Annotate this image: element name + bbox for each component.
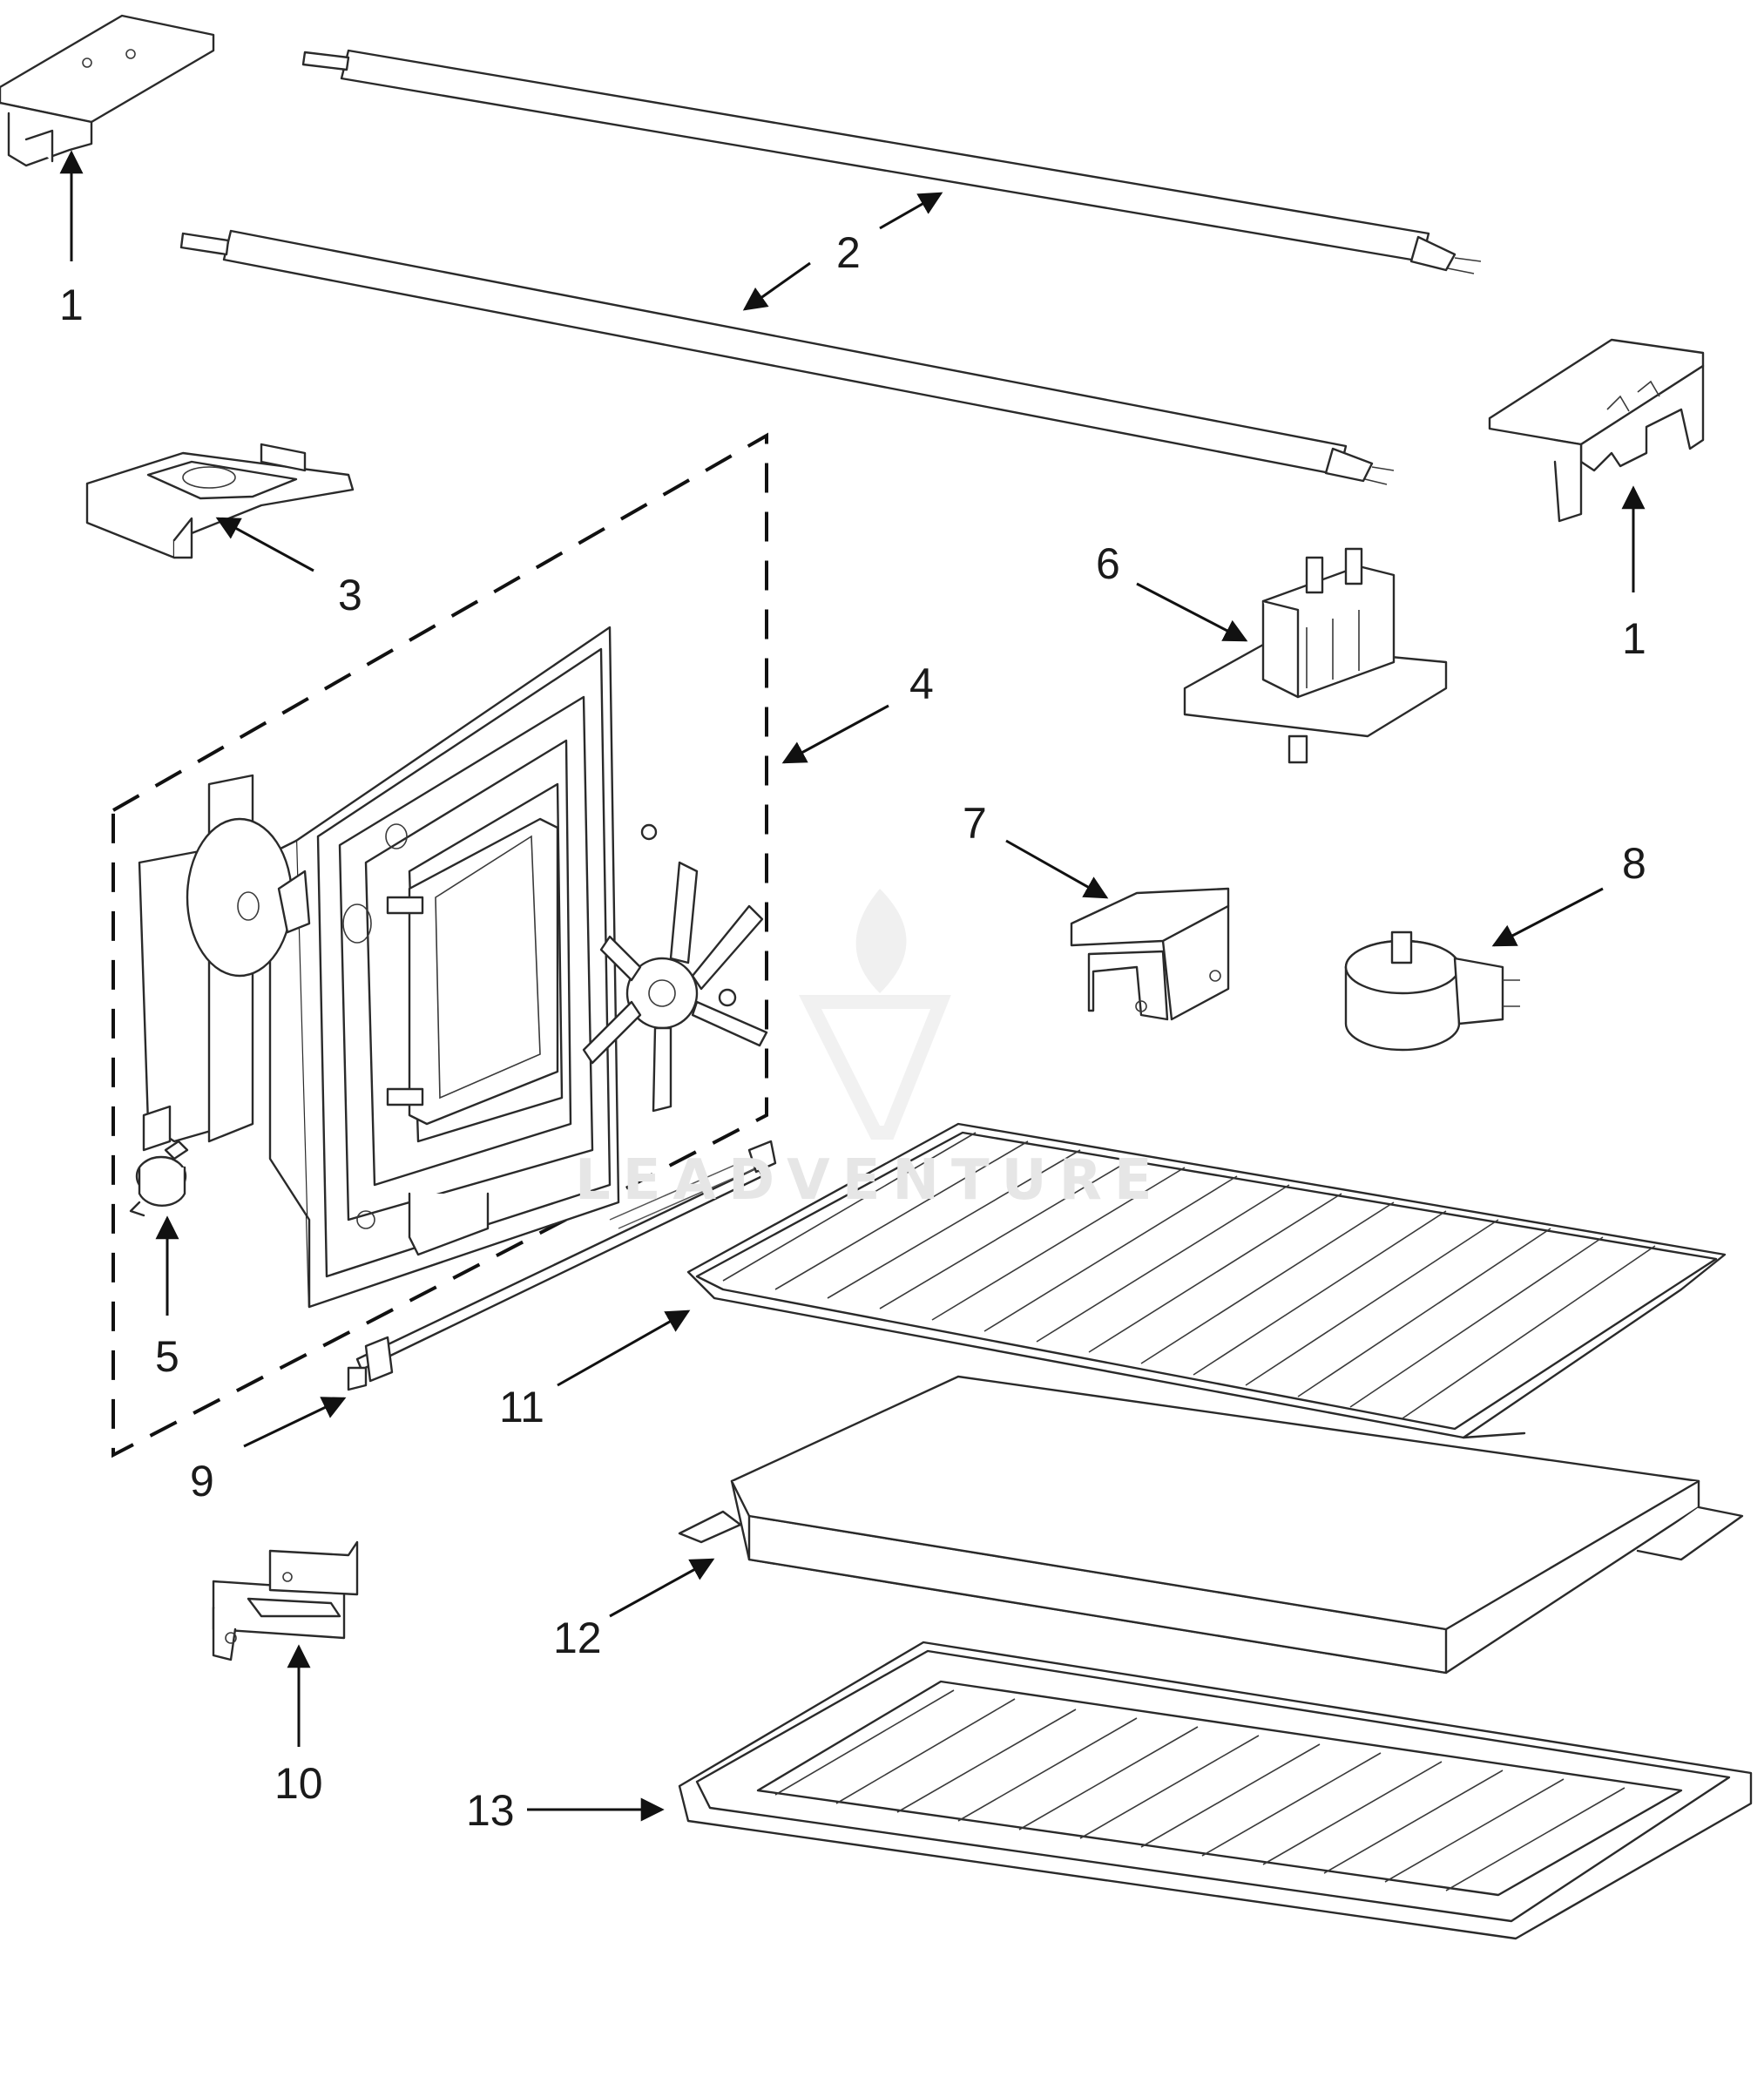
callout-8: 8 [1622, 839, 1646, 888]
mesh-basket-part-12 [678, 1375, 1744, 1675]
callout-11: 11 [499, 1383, 544, 1431]
thermostat-part-5 [129, 1140, 189, 1217]
callout-4: 4 [909, 660, 934, 708]
callout-1: 1 [1622, 614, 1646, 663]
bracket-right-part-1 [1488, 338, 1705, 523]
bracket-part-7 [1070, 887, 1230, 1021]
timer-motor-part-8 [1344, 930, 1520, 1052]
callout-13: 13 [466, 1786, 515, 1835]
watermark-logo [799, 889, 951, 1140]
bracket-part-3 [85, 443, 355, 559]
callout-5: 5 [155, 1332, 179, 1381]
callout-12: 12 [553, 1614, 602, 1662]
assembly-outline-part-4 [112, 432, 768, 1458]
callout-2: 2 [836, 228, 861, 277]
watermark-text: LEADVENTURE [575, 1148, 1165, 1213]
callout-9: 9 [190, 1457, 214, 1506]
callout-1: 1 [59, 281, 84, 329]
fan-blade [582, 823, 768, 1113]
baking-tray-part-13 [678, 1641, 1753, 1940]
callout-10: 10 [274, 1759, 323, 1808]
callout-arrows [59, 150, 1646, 1822]
fan-motor [138, 774, 311, 1152]
bracket-left-part-1 [0, 14, 215, 167]
callout-3: 3 [338, 571, 362, 619]
callout-6: 6 [1096, 539, 1120, 588]
convection-element [386, 817, 559, 1126]
bracket-part-10 [212, 1540, 359, 1661]
callout-7: 7 [963, 799, 987, 848]
heating-element-upper-part-2 [301, 49, 1482, 274]
wire-rack-part-11 [686, 1122, 1727, 1439]
heating-element-lower-part-2 [179, 229, 1395, 485]
sensor-part-9 [347, 1140, 777, 1391]
switch-part-6 [1183, 547, 1448, 764]
